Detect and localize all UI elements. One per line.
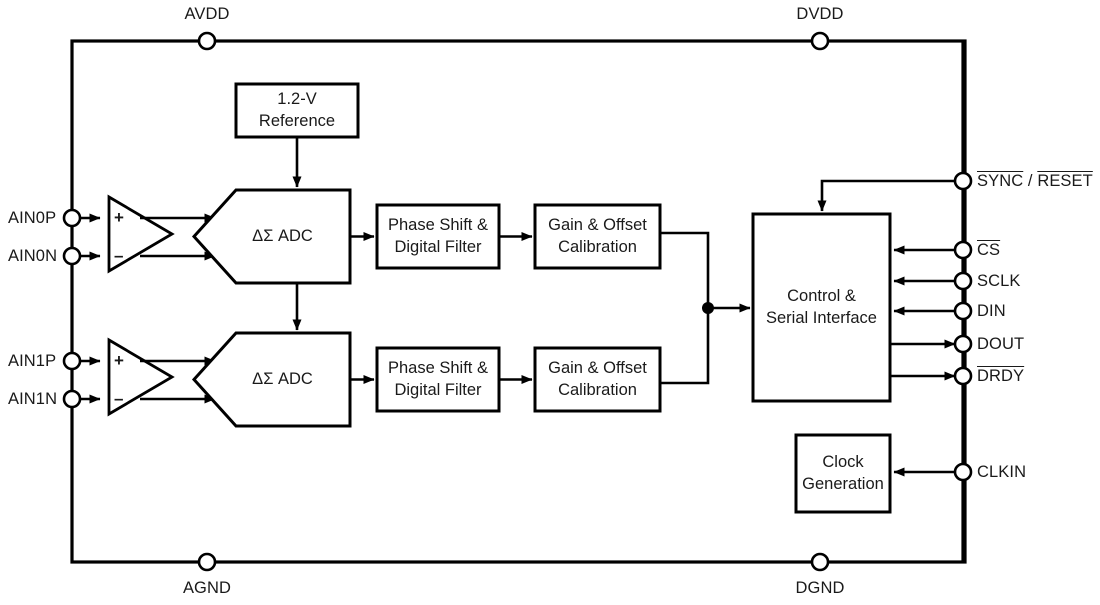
- pin-circle-ain0n[interactable]: [62, 246, 82, 266]
- sync-reset-separator: /: [1023, 172, 1038, 190]
- amplifier-ch0: [107, 194, 175, 274]
- sclk-text: SCLK: [977, 272, 1021, 290]
- clkin-text: CLKIN: [977, 463, 1027, 481]
- drdy-text: DRDY: [977, 367, 1025, 385]
- label-avdd: AVDD: [184, 5, 230, 23]
- reset-text: RESET: [1037, 172, 1093, 190]
- junction-dot: [702, 302, 714, 314]
- pin-circle-dout[interactable]: [953, 334, 973, 354]
- label-drdy: DRDY: [977, 366, 1024, 387]
- label-ain0p: AIN0P: [8, 209, 57, 227]
- pin-circle-cs[interactable]: [953, 240, 973, 260]
- calibration-block-0-shape: [533, 203, 662, 270]
- label-dvdd: DVDD: [796, 5, 844, 23]
- amp-ch0-output-wires: [140, 213, 216, 261]
- pin-circle-drdy[interactable]: [953, 366, 973, 386]
- pin-circle-sync-reset[interactable]: [953, 171, 973, 191]
- sync-reset-wire: [817, 179, 955, 212]
- sync-text: SYNC: [977, 172, 1024, 190]
- label-ain1n: AIN1N: [8, 390, 58, 408]
- pin-circles: [62, 31, 973, 572]
- device-outline: [70, 39, 967, 564]
- label-dgnd: DGND: [795, 579, 845, 597]
- calibration-block-1-shape: [533, 346, 662, 413]
- cs-text: CS: [977, 241, 1001, 259]
- pin-circle-ain1n[interactable]: [62, 389, 82, 409]
- clock-block-shape: [794, 433, 892, 514]
- amplifier-ch1: [107, 337, 175, 417]
- pin-circle-avdd[interactable]: [197, 31, 217, 51]
- delta-sigma-adc-1-shape: [191, 331, 352, 428]
- amp-ch0-plus-sign: +: [114, 208, 125, 227]
- label-clkin: CLKIN: [977, 462, 1026, 483]
- analog-input-wires: [80, 213, 101, 404]
- reference-block-shape: [234, 82, 360, 139]
- label-ain0n: AIN0N: [8, 247, 58, 265]
- pin-circle-ain1p[interactable]: [62, 351, 82, 371]
- label-sclk: SCLK: [977, 271, 1021, 292]
- label-ain1p: AIN1P: [8, 352, 57, 370]
- label-din: DIN: [977, 301, 1006, 322]
- label-dout: DOUT: [977, 334, 1024, 355]
- label-agnd: AGND: [182, 579, 232, 597]
- pin-circle-dgnd[interactable]: [810, 552, 830, 572]
- amp-ch0-minus-sign: –: [114, 246, 124, 265]
- pin-circle-ain0p[interactable]: [62, 208, 82, 228]
- filter-block-1-shape: [375, 346, 501, 413]
- calibration-merge-wires: [660, 231, 751, 385]
- pin-circle-din[interactable]: [953, 301, 973, 321]
- dout-text: DOUT: [977, 335, 1025, 353]
- amp-ch1-minus-sign: –: [114, 389, 124, 408]
- filter-to-calibration-wires: [499, 232, 533, 384]
- adc-to-filter-wires: [350, 232, 375, 384]
- pin-circle-agnd[interactable]: [197, 552, 217, 572]
- pin-circle-sclk[interactable]: [953, 271, 973, 291]
- label-sync-reset: SYNC / RESET: [977, 171, 1093, 192]
- delta-sigma-adc-0-shape: [191, 188, 352, 285]
- din-text: DIN: [977, 302, 1006, 320]
- amp-ch1-output-wires: [140, 356, 216, 404]
- amp-ch1-plus-sign: +: [114, 351, 125, 370]
- control-block-shape: [751, 212, 892, 403]
- filter-block-0-shape: [375, 203, 501, 270]
- pin-circle-dvdd[interactable]: [810, 31, 830, 51]
- label-cs: CS: [977, 240, 1000, 261]
- pin-circle-clkin[interactable]: [953, 462, 973, 482]
